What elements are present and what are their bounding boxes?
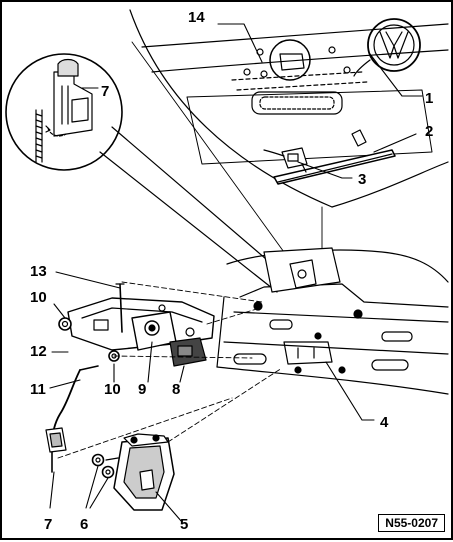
- callout-6: 6: [80, 516, 88, 533]
- callout-7-inset: 7: [101, 83, 109, 100]
- callout-14: 14: [188, 9, 205, 26]
- vw-emblem: [353, 18, 421, 77]
- callout-7-bottom: 7: [44, 516, 52, 533]
- callout-3: 3: [358, 171, 366, 188]
- trunk-lid-detail: [129, 9, 449, 208]
- latch-assembly: [58, 283, 215, 367]
- callout-12: 12: [30, 343, 47, 360]
- callout-11: 11: [30, 381, 46, 398]
- callout-9: 9: [138, 381, 146, 398]
- inset-detail: [5, 53, 288, 293]
- callout-8: 8: [172, 381, 180, 398]
- callout-2: 2: [425, 123, 433, 140]
- rear-body-panel: [216, 247, 449, 395]
- callout-10-mid: 10: [104, 381, 121, 398]
- emblem-holder: [243, 39, 351, 81]
- leader-lines: [49, 23, 423, 523]
- callout-13: 13: [30, 263, 47, 280]
- figure-reference-code: N55-0207: [378, 514, 445, 532]
- callout-5: 5: [180, 516, 188, 533]
- callout-labels: 1 2 3 4 5 6 7 7 8 9 10 10 11 12 13 14: [30, 9, 433, 533]
- callout-4: 4: [380, 414, 389, 431]
- release-cable: [45, 365, 99, 473]
- callout-10-left: 10: [30, 289, 47, 306]
- handle-strip: [273, 129, 396, 185]
- callout-1: 1: [425, 90, 433, 107]
